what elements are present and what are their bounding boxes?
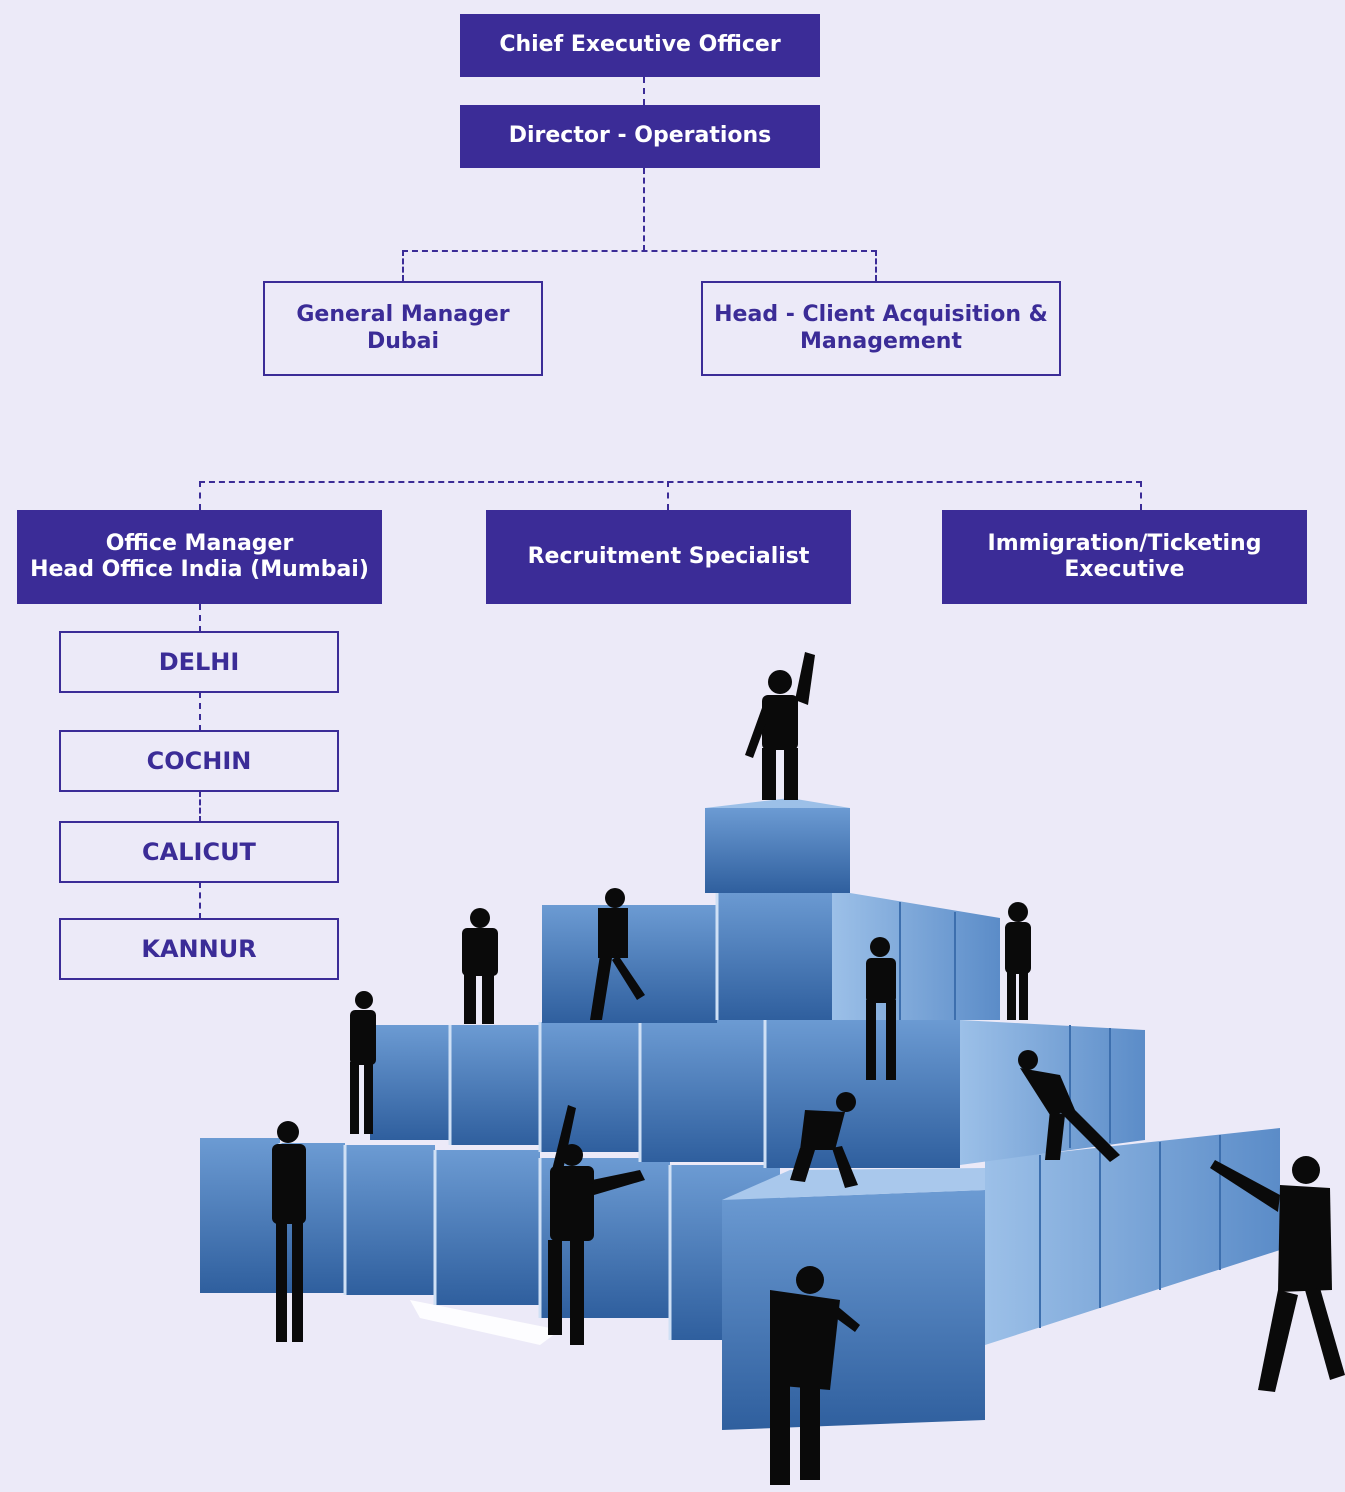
connector-calicut-kannur	[199, 882, 201, 919]
recruitment-label: Recruitment Specialist	[527, 543, 810, 569]
people-silhouettes	[272, 652, 1345, 1485]
city-box-calicut: CALICUT	[59, 821, 339, 883]
immigration-label-line1: Immigration/Ticketing	[987, 530, 1262, 556]
gm-label-line2: Dubai	[366, 328, 440, 354]
recruitment-box: Recruitment Specialist	[486, 510, 851, 604]
office-label-line1: Office Manager	[105, 530, 294, 556]
head-client-box: Head - Client Acquisition & Management	[701, 281, 1061, 376]
connector-ceo-director	[643, 77, 645, 105]
city-label: CALICUT	[142, 837, 256, 866]
city-label: KANNUR	[141, 934, 257, 963]
office-label-line2: Head Office India (Mumbai)	[30, 557, 369, 582]
top-block	[705, 798, 850, 893]
city-label: COCHIN	[146, 746, 252, 775]
connector-director-down	[643, 168, 645, 251]
city-box-delhi: DELHI	[59, 631, 339, 693]
bottom-tier-right-blocks	[985, 1128, 1280, 1345]
connector-to-head	[875, 250, 877, 281]
director-label: Director - Operations	[508, 123, 772, 149]
connector-level3-horizontal	[199, 481, 1142, 483]
ceo-box: Chief Executive Officer	[460, 14, 820, 77]
connector-to-gm	[402, 250, 404, 281]
city-box-cochin: COCHIN	[59, 730, 339, 792]
director-box: Director - Operations	[460, 105, 820, 168]
head-label-line1: Head - Client Acquisition &	[714, 302, 1048, 328]
ceo-label: Chief Executive Officer	[499, 32, 781, 58]
immigration-label-line2: Executive	[1064, 557, 1185, 582]
connector-to-office	[199, 481, 201, 510]
connector-to-immigration	[1140, 481, 1142, 510]
city-box-kannur: KANNUR	[59, 918, 339, 980]
floor-highlight	[410, 1300, 560, 1345]
connector-level2-horizontal	[402, 250, 877, 252]
gm-label-line1: General Manager	[296, 302, 510, 328]
head-label-line2: Management	[800, 328, 962, 354]
connector-delhi-cochin	[199, 692, 201, 731]
connector-cochin-calicut	[199, 791, 201, 822]
immigration-box: Immigration/Ticketing Executive	[942, 510, 1307, 604]
connector-to-recruitment	[667, 481, 669, 510]
connector-office-delhi	[199, 604, 201, 632]
general-manager-box: General Manager Dubai	[263, 281, 543, 376]
front-block	[722, 1168, 985, 1430]
city-label: DELHI	[158, 647, 240, 676]
office-manager-box: Office Manager Head Office India (Mumbai…	[17, 510, 382, 604]
middle-tier-blocks	[370, 1018, 1145, 1168]
